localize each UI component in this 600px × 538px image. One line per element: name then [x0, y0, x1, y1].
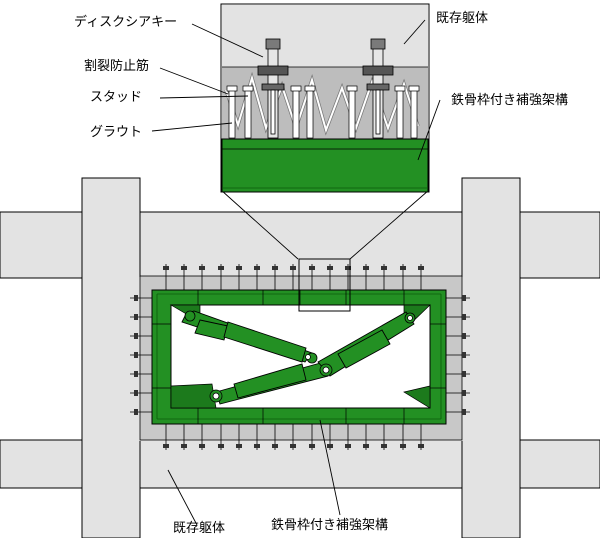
label-disc-shear-key: ディスクシアキー	[74, 14, 177, 30]
stud	[346, 85, 358, 139]
disc-shear-keys	[257, 38, 394, 139]
label-existing-structure-detail: 既存躯体	[436, 10, 488, 26]
label-grout: グラウト	[90, 125, 142, 140]
detail-studs	[226, 85, 420, 139]
leader-lines	[151, 19, 441, 526]
stud	[290, 85, 302, 139]
label-anti-crack-rebar: 割裂防止筋	[84, 58, 149, 74]
label-steel-frame-brace-detail: 鉄骨枠付き補強架構	[451, 93, 568, 108]
label-steel-frame-brace-bottom: 鉄骨枠付き補強架構	[271, 518, 388, 533]
stud	[408, 85, 420, 139]
detail-view	[220, 3, 430, 193]
label-existing-structure-bottom: 既存躯体	[173, 520, 225, 536]
label-stud: スタッド	[90, 90, 142, 105]
stud	[394, 85, 406, 139]
anti-crack-rebar-zigzag	[224, 71, 420, 136]
detail-callout	[220, 189, 430, 312]
labels: ディスクシアキー 割裂防止筋 スタッド グラウト 既存躯体 鉄骨枠付き補強架構 …	[74, 10, 568, 536]
stud	[226, 85, 238, 139]
brace-members	[181, 310, 416, 405]
stud	[304, 85, 316, 139]
stud	[242, 85, 254, 139]
